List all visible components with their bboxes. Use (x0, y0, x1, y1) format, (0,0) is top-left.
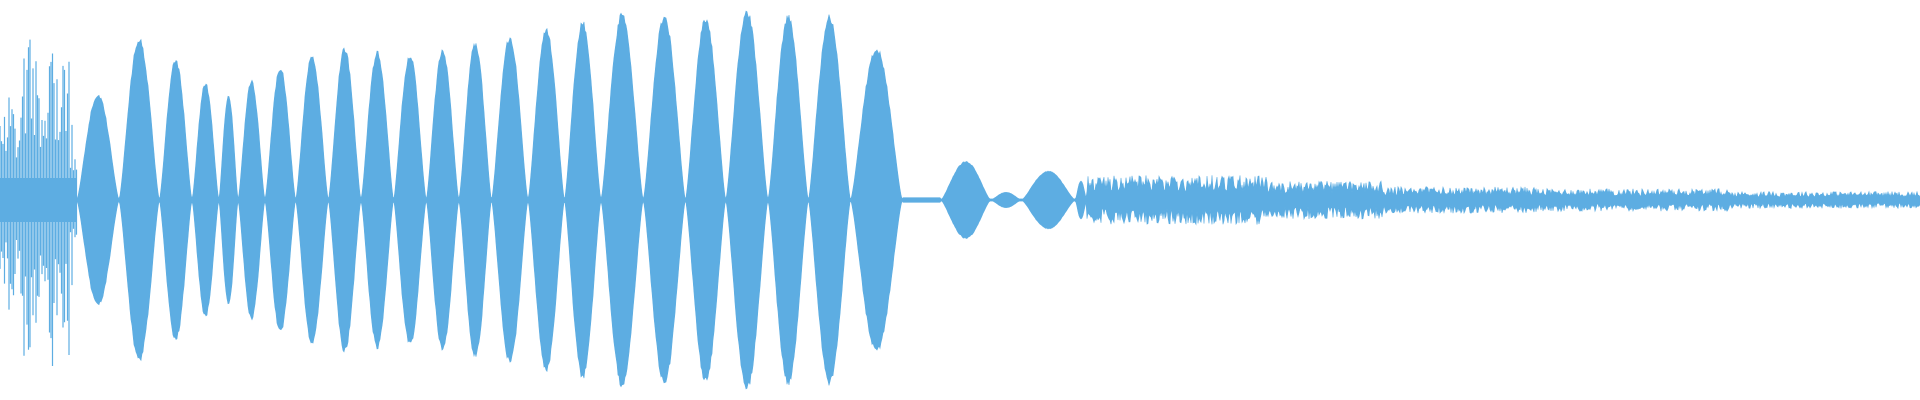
waveform-transient-core (0, 178, 77, 222)
waveform-transient-lines (0, 39, 78, 366)
waveform-envelope (76, 10, 1920, 390)
